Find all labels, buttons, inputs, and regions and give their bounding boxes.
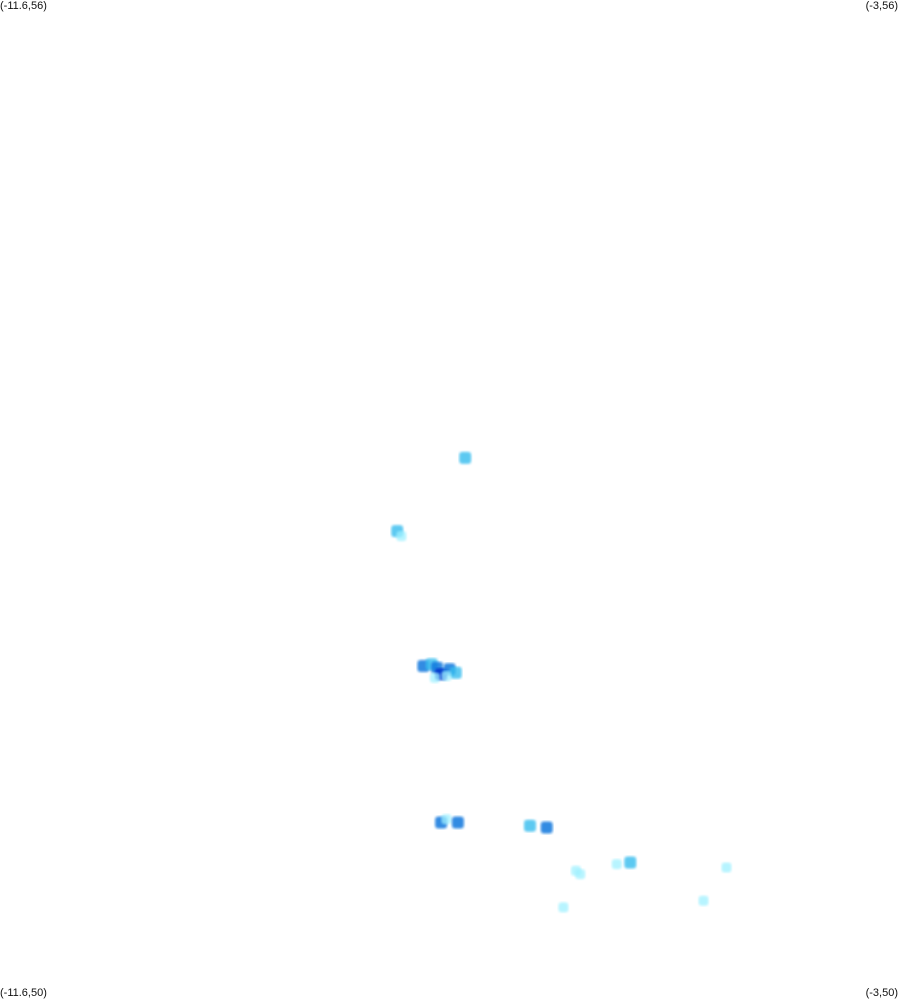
density-cluster-12 [441, 814, 452, 825]
density-cluster-21 [721, 862, 732, 873]
density-cluster-15 [540, 821, 553, 834]
corner-label-bottom-left: (-11.6,50) [0, 987, 47, 999]
density-cluster-17 [575, 869, 586, 880]
density-cluster-13 [451, 816, 464, 829]
density-cluster-10 [429, 672, 440, 683]
density-cluster-0 [459, 451, 472, 464]
density-cluster-20 [558, 902, 569, 913]
density-cluster-2 [396, 531, 407, 542]
corner-label-top-left: (-11.6,56) [0, 0, 47, 12]
density-cluster-18 [611, 859, 622, 870]
density-cluster-14 [524, 819, 536, 832]
corner-label-bottom-right: (-3,50) [865, 987, 898, 999]
density-cluster-9 [441, 671, 452, 681]
density-cluster-22 [698, 895, 709, 906]
density-cluster-8 [449, 666, 462, 679]
density-cluster-19 [624, 856, 637, 869]
corner-label-top-right: (-3,56) [865, 0, 898, 12]
